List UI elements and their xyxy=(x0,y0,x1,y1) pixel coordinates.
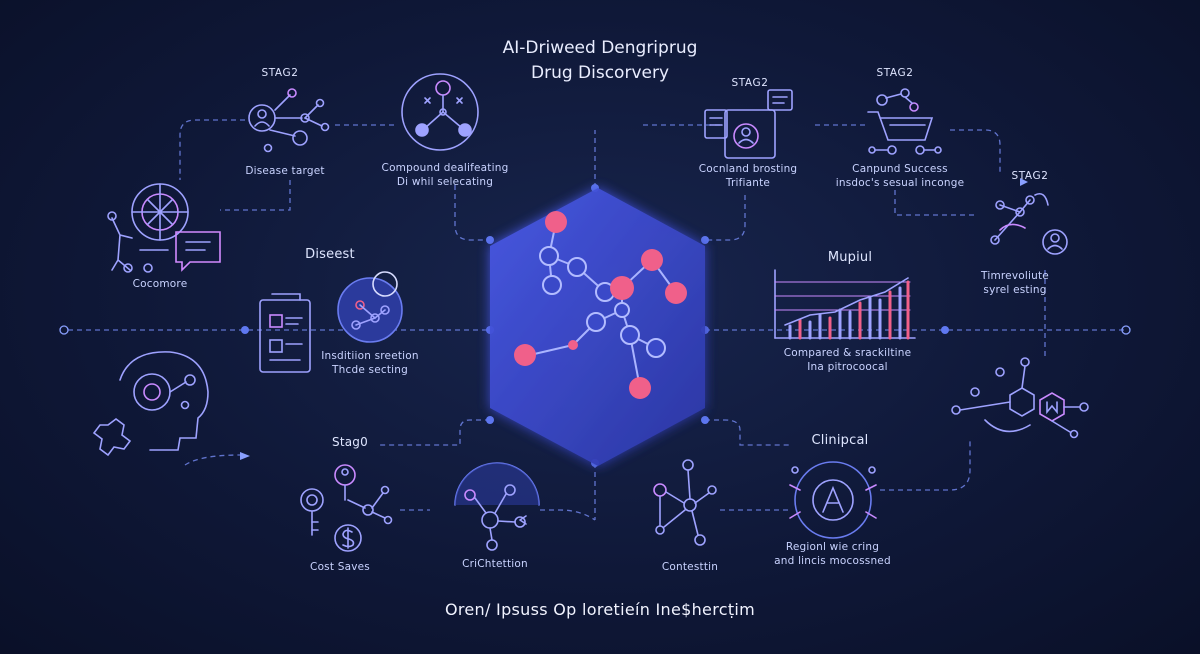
crichtettion-label: CriChtettion xyxy=(462,558,528,570)
document-form-icon xyxy=(259,293,311,373)
diagram-title: AI-Driweed Dengriprug Drug Discorvery xyxy=(0,36,1200,85)
bar-chart-icon xyxy=(774,269,916,340)
stage-label: STAG2 xyxy=(731,77,769,89)
ai-chip-icon xyxy=(789,461,877,539)
compared-predictive-label: Compared & srackiltine Ina pitrocoocal xyxy=(783,347,912,373)
line-end-right xyxy=(1121,325,1131,335)
cocnland-treating-label: Cocnland brosting Trifiante xyxy=(698,163,798,189)
key-dollar-icon xyxy=(300,464,393,552)
line-end-left xyxy=(59,325,69,335)
mupiul-heading: Mupiul xyxy=(827,250,873,265)
title-line-2: Drug Discorvery xyxy=(530,62,670,83)
stage-0-label: Stag0 xyxy=(332,435,368,449)
half-molecule-icon xyxy=(454,462,540,551)
regional-drug-label: Regionl wie cring and lincis mocossned xyxy=(774,541,891,567)
stage-label: STAG2 xyxy=(1011,170,1049,182)
browser-person-icon xyxy=(704,89,793,159)
arrow-head xyxy=(1020,178,1028,186)
branch-network-icon xyxy=(653,459,717,546)
cart-network-icon xyxy=(867,88,942,155)
network-person-icon xyxy=(990,192,1068,255)
arrow-head xyxy=(240,452,250,460)
molecule-circle-icon xyxy=(401,73,479,151)
connector-lines xyxy=(68,119,1125,521)
hexagon-network-icon xyxy=(951,357,1089,439)
stage-label: STAG2 xyxy=(876,67,914,79)
diseest-heading: Diseest xyxy=(305,247,355,262)
target-crosshair-icon xyxy=(107,183,189,273)
compound-success-label: Canpund Success insdoc's sesual inconge xyxy=(835,163,965,189)
title-line-1: AI-Driweed Dengriprug xyxy=(502,38,698,58)
compound-screening-label: Compound dealifeating Di whil selecating xyxy=(381,162,509,188)
chat-bubble-icon xyxy=(175,231,221,272)
cost-saves-label: Cost Saves xyxy=(310,561,370,573)
footer-caption: Oren/ Ipsuss Op loretieín Ine$hercṭim xyxy=(444,600,756,619)
stage-label: STAG2 xyxy=(261,67,299,79)
timevolute-label: Timrevoliute syrel esting xyxy=(981,270,1049,296)
contestin-label: Contesttin xyxy=(661,561,719,573)
inndition-screening-label: Insditiion sreetion Thcde secting xyxy=(321,350,419,376)
central-molecule-hexagon-icon xyxy=(490,188,705,466)
cocomore-label: Cocomore xyxy=(132,278,188,290)
magnifier-molecule-icon xyxy=(337,271,403,343)
clinipcal-heading: Clinipcal xyxy=(811,433,869,448)
disease-target-label: Disease target xyxy=(245,165,325,177)
person-network-icon xyxy=(248,88,330,153)
head-brain-icon xyxy=(92,351,209,457)
